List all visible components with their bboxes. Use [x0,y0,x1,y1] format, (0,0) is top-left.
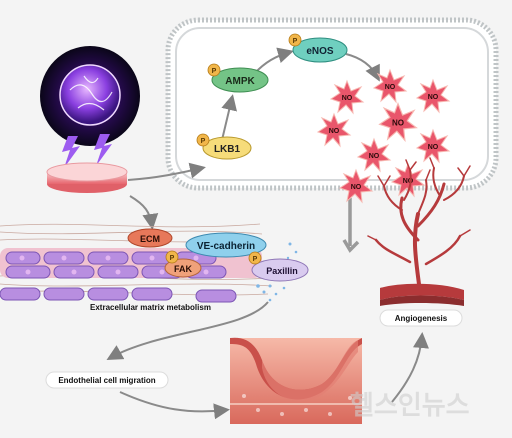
phospho-badge: P [288,33,302,47]
pathway-arrows [106,47,429,420]
no-burst: NO [356,137,392,173]
ecm-label: ECM [140,234,160,244]
svg-text:NO: NO [403,178,414,185]
plasma-sphere [40,46,140,146]
no-burst: NO [378,102,418,143]
tissue-base [380,283,464,306]
svg-text:P: P [293,38,298,45]
lkb1-node: LKB1 [202,136,252,160]
fak-node: FAK [164,258,202,278]
ecm-node: ECM [127,228,173,248]
svg-text:NO: NO [428,94,439,101]
svg-text:P: P [201,138,206,145]
ve-cadherin-label: VE-cadherin [197,241,255,252]
no-burst: NO [415,78,451,114]
enos-label: eNOS [306,46,334,57]
migration-label: Endothelial cell migration [58,376,155,385]
svg-text:NO: NO [385,84,396,91]
no-burst: NO [372,68,408,104]
paxillin-node: Paxillin [251,258,309,282]
no-burst: NO [316,112,352,148]
svg-text:NO: NO [369,153,380,160]
phospho-badge: P [248,251,262,265]
lkb1-label: LKB1 [214,144,241,155]
svg-text:P: P [212,68,217,75]
svg-text:P: P [170,255,175,262]
migration-box: Endothelial cell migration [45,371,169,389]
phospho-badge: P [196,133,210,147]
wound-tissue [230,337,362,424]
svg-text:NO: NO [428,144,439,151]
ampk-node: AMPK [211,67,269,93]
svg-text:P: P [253,256,258,263]
petri-dish [46,162,128,193]
ve-cadherin-node: VE-cadherin [185,232,267,258]
no-burst: NO [329,79,365,115]
ecm-metabolism-label: Extracellular matrix metabolism [90,303,211,312]
angiogenesis-box: Angiogenesis [379,309,463,327]
watermark: 헬스인뉴스 [350,390,470,420]
lightning-icon [62,134,112,168]
phospho-badge: P [207,63,221,77]
ampk-label: AMPK [225,76,255,87]
vessel-tree [367,157,471,294]
enos-node: eNOS [292,37,348,63]
paxillin-label: Paxillin [266,266,298,276]
phospho-badge: P [165,250,179,264]
svg-text:NO: NO [392,118,404,127]
fak-label: FAK [174,264,193,274]
svg-text:NO: NO [351,184,362,191]
svg-text:NO: NO [342,95,353,102]
svg-text:NO: NO [329,128,340,135]
no-burst: NO [390,162,426,198]
no-molecules: NO NO NO NO NO NO NO NO [316,68,451,204]
angiogenesis-label: Angiogenesis [395,314,448,323]
no-burst: NO [415,128,451,164]
signal-dots [256,242,298,302]
no-burst: NO [338,168,374,204]
